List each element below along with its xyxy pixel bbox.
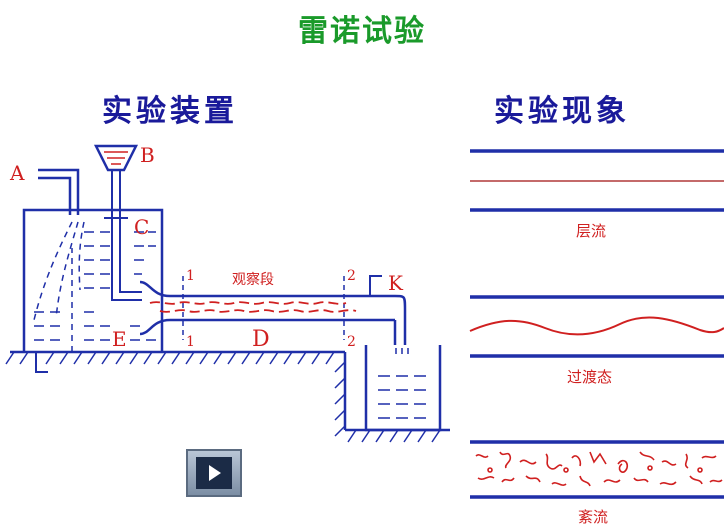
- pipe-bend-outer: [394, 294, 407, 345]
- regime-transitional-label: 过渡态: [567, 368, 613, 386]
- dye-in-reservoir: [104, 151, 128, 165]
- apparatus-heading: 实验装置: [102, 94, 238, 129]
- label-section-2-top: 2: [347, 268, 356, 284]
- dye-tube-left: [111, 170, 142, 301]
- play-button[interactable]: [186, 449, 242, 497]
- measuring-tank-water: [378, 375, 426, 419]
- phenomenon-walls: [470, 149, 724, 499]
- pipe-bottom-wall: [139, 318, 395, 336]
- inlet-pipe-inner: [38, 176, 72, 215]
- apparatus: [10, 144, 450, 432]
- phenomenon-heading: 实验现象: [494, 94, 630, 129]
- label-observation-section: 观察段: [232, 271, 274, 288]
- label-section-1-bottom: 1: [186, 334, 195, 350]
- label-b: B: [140, 143, 155, 167]
- page-title: 雷诺试验: [298, 14, 426, 49]
- valve-k: [369, 275, 382, 296]
- regime-turbulent-label: 紊流: [578, 508, 609, 526]
- inlet-pipe-outer: [38, 168, 80, 215]
- tank-water: [34, 231, 156, 341]
- turbulent-dye-eddies: [475, 451, 723, 487]
- label-k: K: [388, 271, 404, 295]
- label-d: D: [252, 327, 270, 352]
- inflow-streaks: [33, 221, 85, 321]
- tank-outline: [22, 208, 164, 352]
- label-e: E: [112, 327, 127, 351]
- transitional-dye-line: [469, 316, 724, 336]
- label-c: C: [134, 215, 149, 239]
- label-section-2-bottom: 2: [347, 334, 356, 350]
- play-button-face: [196, 457, 232, 489]
- dye-streak: [149, 301, 357, 313]
- pipe-top-wall: [139, 280, 395, 298]
- dye-tube-right: [119, 170, 142, 293]
- tank-drain: [35, 352, 48, 373]
- ground-hatching: [5, 351, 441, 443]
- label-a: A: [9, 161, 25, 185]
- outflow-drops: [395, 348, 409, 354]
- regime-laminar-label: 层流: [576, 222, 607, 240]
- label-section-1-top: 1: [186, 268, 195, 284]
- play-icon: [209, 465, 221, 481]
